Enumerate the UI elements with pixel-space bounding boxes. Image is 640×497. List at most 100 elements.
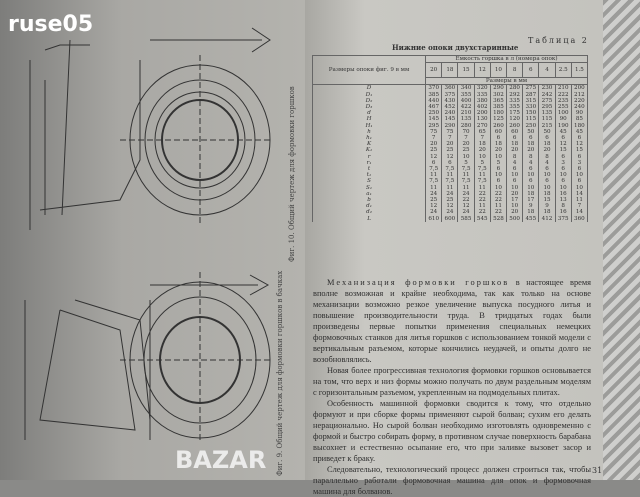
table-cell: 10 bbox=[570, 184, 589, 191]
column-header: 10 bbox=[489, 62, 508, 79]
table-cell: 15 bbox=[570, 147, 589, 154]
table-cell: 6 bbox=[570, 153, 589, 160]
table-cell: 500 bbox=[506, 215, 524, 222]
page-number: 31 bbox=[592, 466, 603, 475]
table-number: Таблица 2 bbox=[528, 36, 589, 45]
table-title: Нижние опоки двухстаринные bbox=[392, 43, 519, 52]
table-cell: 528 bbox=[489, 215, 508, 222]
table-cell: 200 bbox=[570, 84, 589, 92]
body-text: Механизация формовки горшков в настоящее… bbox=[313, 277, 591, 497]
table-cell: 230 bbox=[538, 84, 556, 92]
table-cell: 212 bbox=[570, 91, 589, 98]
table-cell: 412 bbox=[538, 215, 556, 222]
paragraph-text: в настоящее время вполне возможная и кра… bbox=[313, 278, 592, 364]
column-header: 15 bbox=[457, 62, 475, 79]
table-cell: 290 bbox=[489, 84, 508, 92]
table-cell: 240 bbox=[570, 104, 589, 111]
table-cell: 455 bbox=[522, 215, 540, 222]
group-header: Емкость горшка в л (номера опок) bbox=[425, 54, 588, 64]
table-cell: 7 bbox=[570, 203, 589, 210]
dimensions-table: Размеры опоки фиг. 9 в мм Емкость горшка… bbox=[311, 54, 589, 222]
table-cell: 375 bbox=[554, 215, 572, 222]
table-cell: 6 bbox=[570, 166, 589, 173]
column-header: 2.5 bbox=[554, 62, 572, 79]
section-lead: Механизация формовки горшков bbox=[327, 278, 510, 287]
left-page bbox=[0, 0, 305, 480]
table-cell: 180 bbox=[570, 122, 589, 129]
drawing-fig9 bbox=[24, 272, 271, 440]
technical-drawings bbox=[24, 27, 271, 440]
drawing-fig10 bbox=[29, 27, 271, 230]
table-cell: 130 bbox=[473, 116, 491, 123]
column-header: 1.5 bbox=[570, 62, 589, 79]
table-cell: 335 bbox=[473, 91, 491, 98]
paragraph: Новая более прогрессивная технология фор… bbox=[313, 366, 591, 397]
row-label: D bbox=[311, 84, 427, 92]
paragraph: Следовательно, технологический процесс д… bbox=[313, 465, 591, 496]
table-cell: 14 bbox=[570, 209, 589, 216]
table-cell: 190 bbox=[554, 122, 572, 129]
column-header: 6 bbox=[522, 62, 540, 79]
table-cell: 585 bbox=[457, 215, 475, 222]
column-header: 8 bbox=[506, 62, 524, 79]
table-cell: 340 bbox=[457, 84, 475, 92]
table-cell: 10 bbox=[570, 172, 589, 179]
row-label: L bbox=[311, 215, 427, 222]
table-cell: 90 bbox=[570, 110, 589, 117]
table-cell: 12 bbox=[570, 141, 589, 148]
table-cell: 545 bbox=[473, 215, 491, 222]
table-cell: 360 bbox=[441, 84, 459, 92]
table-cell: 270 bbox=[473, 122, 491, 129]
table-cell: 220 bbox=[570, 97, 589, 105]
column-header: 20 bbox=[425, 62, 443, 79]
background-surface bbox=[603, 0, 640, 480]
column-header: 4 bbox=[538, 62, 556, 79]
watermark-logo: ruse05 bbox=[8, 12, 94, 37]
table-cell: 600 bbox=[441, 215, 459, 222]
table-cell: 45 bbox=[570, 128, 589, 136]
table-cell: 85 bbox=[570, 116, 589, 123]
row-header: Размеры опоки фиг. 9 в мм bbox=[311, 54, 427, 86]
table-cell: 6 bbox=[570, 135, 589, 142]
table-cell: 6 bbox=[570, 178, 589, 185]
table-cell: 11 bbox=[570, 197, 589, 204]
table-cell: 222 bbox=[554, 91, 572, 98]
table-cell: 360 bbox=[570, 215, 589, 222]
paragraph: Особенность машинной формовки сводится к… bbox=[313, 399, 591, 463]
table-cell: 320 bbox=[473, 84, 491, 92]
paragraph: Механизация формовки горшков в настоящее… bbox=[313, 277, 591, 365]
table-cell: 275 bbox=[522, 84, 540, 92]
sizes-header: Размеры в мм bbox=[425, 77, 588, 86]
table-cell: 14 bbox=[570, 190, 589, 198]
figure-caption: Фиг. 9. Общий чертеж для формовки горшко… bbox=[276, 270, 284, 476]
table-cell: 610 bbox=[425, 215, 443, 222]
bazar-watermark: BAZAR bbox=[175, 446, 267, 474]
column-header: 12 bbox=[473, 62, 491, 79]
figure-caption: Фиг. 10. Общий чертеж для формовки горшк… bbox=[288, 86, 296, 262]
column-header: 18 bbox=[441, 62, 459, 79]
table-cell: 210 bbox=[554, 84, 572, 92]
table-cell: 3 bbox=[570, 159, 589, 167]
table-cell: 370 bbox=[425, 84, 443, 92]
